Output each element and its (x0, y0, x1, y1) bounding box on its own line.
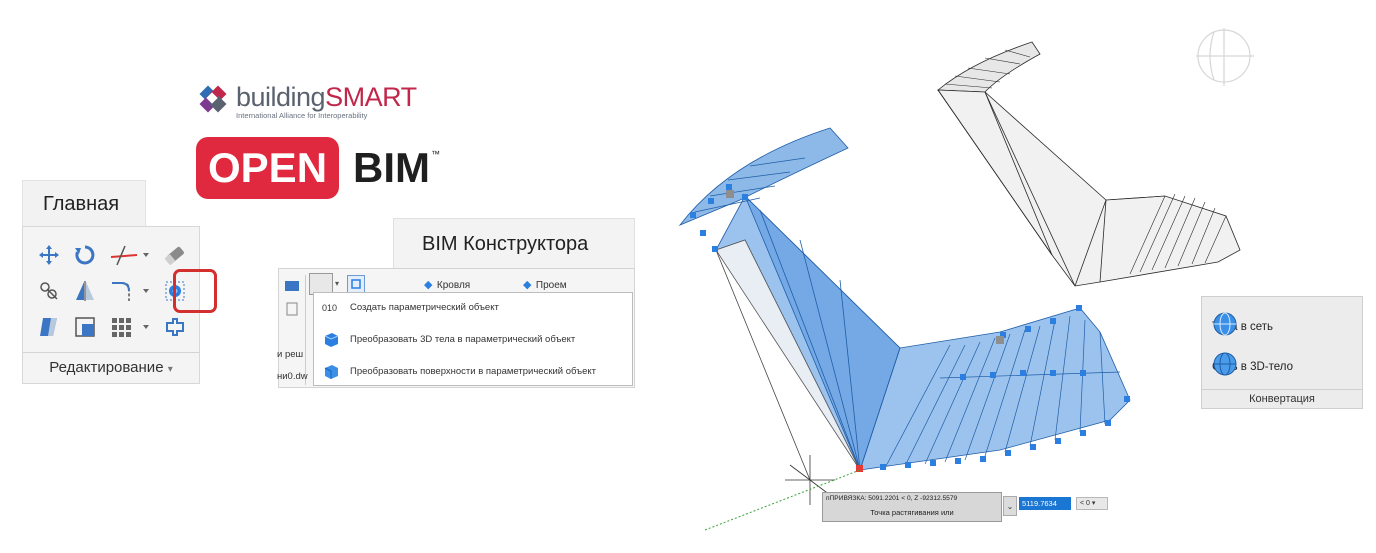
openbim-open-text: OPEN (196, 137, 340, 199)
viewcube-compass-icon (1196, 28, 1254, 86)
bim-select-icon[interactable] (347, 275, 365, 293)
stretch-tool-icon[interactable] (37, 315, 65, 343)
array-tool-icon[interactable] (109, 315, 153, 343)
tab-main[interactable]: Главная (22, 180, 146, 226)
convert-panel-label: Конвертация (1202, 389, 1362, 408)
command-snap-text: пПРИВЯЗКА: 5091.2201 < 0, Z -92312.5579 (826, 495, 958, 502)
bim-side-text-1: и реш (277, 349, 304, 360)
edit-panel: Редактирование ▾ (22, 226, 217, 384)
bim-code-dropdown-icon[interactable]: ▾ (335, 279, 340, 288)
command-angle-input[interactable]: < 0 ▾ (1076, 497, 1108, 510)
openbim-tm: ™ (431, 149, 441, 159)
copy-tool-icon[interactable] (37, 279, 65, 307)
fillet-tool-icon[interactable] (109, 279, 153, 307)
mesh-to-solid-button[interactable]: Сеть в 3D-тело (1212, 351, 1293, 383)
menu-item-create-parametric[interactable]: 010 Создать параметрический объект (314, 293, 632, 323)
solids-to-mesh-button[interactable]: Тела в сеть (1212, 311, 1273, 343)
explode-tool-icon[interactable] (163, 315, 191, 343)
move-tool-icon[interactable] (37, 243, 65, 271)
surface-cube-icon (324, 365, 338, 379)
buildingsmart-logo (196, 82, 232, 118)
solid-cube-icon (324, 333, 339, 347)
command-prompt-text: Точка растягивания или (870, 508, 954, 517)
highlight-box (173, 269, 217, 313)
roof-button[interactable]: ◆ Кровля (424, 279, 471, 291)
bim-dropdown-menu: 010 Создать параметрический объект Преоб… (313, 292, 633, 386)
openbim-bim-text: BIM (353, 144, 431, 191)
opening-button[interactable]: ◆ Проем (523, 279, 567, 291)
eraser-tool-icon[interactable] (163, 243, 191, 271)
opening-icon: ◆ (523, 279, 532, 291)
buildingsmart-tagline: International Alliance for Interoperabil… (236, 111, 368, 120)
bim-side-text-2: ни0.dw (277, 371, 308, 382)
globe-solid-icon (1213, 352, 1237, 376)
bim-left-column (281, 275, 306, 385)
scale-tool-icon[interactable] (73, 315, 101, 343)
buildingsmart-wordmark: buildingSMART (236, 82, 417, 112)
mirror-tool-icon[interactable] (73, 279, 101, 307)
globe-mesh-icon (1213, 312, 1237, 336)
command-dropdown[interactable]: ⌄ (1003, 496, 1017, 516)
selected-object (678, 127, 1131, 481)
openbim-logo: OPEN BIM ™ (196, 137, 440, 199)
convert-panel: Тела в сеть Сеть в 3D-тело Конвертация (1201, 296, 1363, 409)
command-prompt[interactable]: пПРИВЯЗКА: 5091.2201 < 0, Z -92312.5579 … (822, 492, 1002, 522)
trim-tool-icon[interactable] (109, 243, 153, 271)
menu-item-convert-surfaces[interactable]: Преобразовать поверхности в параметричес… (314, 357, 632, 387)
command-value-input[interactable]: 5119.7634 (1019, 497, 1071, 510)
rotate-tool-icon[interactable] (73, 243, 101, 271)
menu-item-convert-3d-solids[interactable]: Преобразовать 3D тела в параметрический … (314, 325, 632, 355)
code-010-icon: 010 (322, 303, 338, 313)
wireframe-object (936, 41, 1241, 287)
buildingsmart-emblem-icon (199, 85, 227, 113)
tab-bim-constructor[interactable]: BIM Конструктора (393, 218, 635, 268)
roof-icon: ◆ (424, 279, 433, 291)
edit-panel-label[interactable]: Редактирование ▾ (23, 352, 199, 383)
